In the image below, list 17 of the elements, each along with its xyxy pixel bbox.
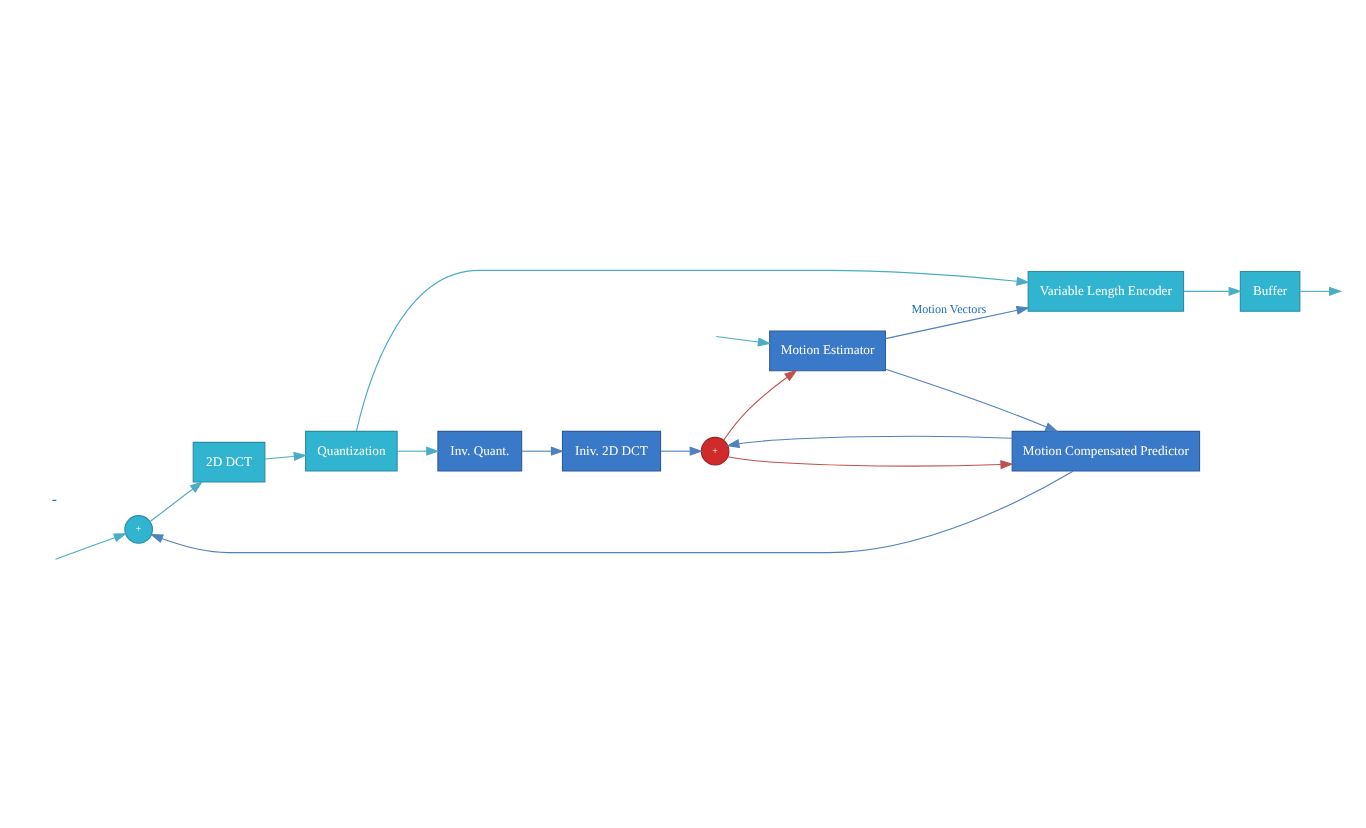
arrow bbox=[396, 445, 440, 455]
arrow bbox=[521, 445, 565, 455]
arrow bbox=[715, 335, 772, 346]
arrow bbox=[884, 304, 1030, 339]
arrow bbox=[726, 434, 1013, 448]
arrow bbox=[722, 368, 798, 440]
arrow bbox=[264, 450, 307, 460]
arrow bbox=[660, 445, 703, 455]
label: - bbox=[51, 488, 57, 507]
arrow bbox=[149, 480, 203, 521]
arrow bbox=[54, 532, 127, 559]
arrow bbox=[355, 268, 1030, 431]
arrow bbox=[1299, 285, 1343, 295]
arrow bbox=[727, 455, 1014, 469]
arrow bbox=[1183, 285, 1242, 295]
arrow bbox=[149, 469, 1074, 553]
arrow bbox=[885, 367, 1059, 431]
